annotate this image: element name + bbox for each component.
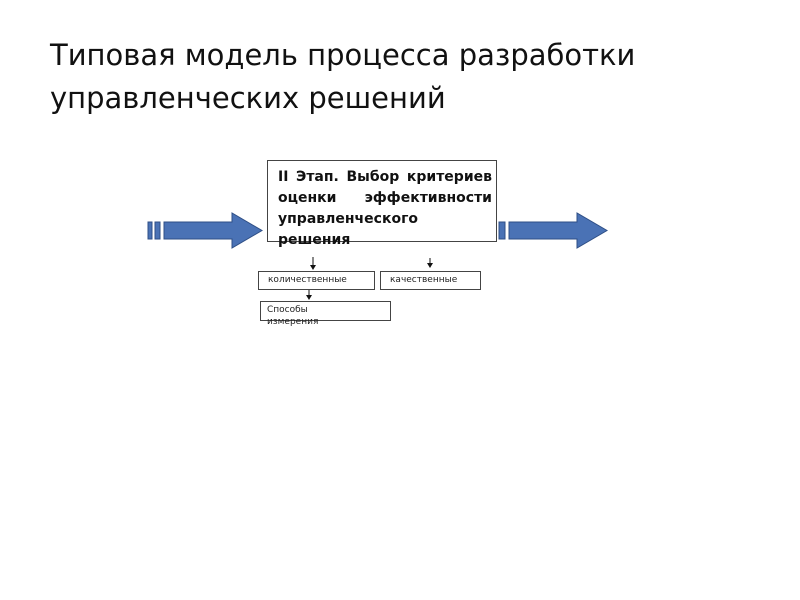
outgoing-arrow-tick-2 [498, 221, 506, 240]
measurement-line-2: измерения [267, 317, 319, 327]
connector-to-qualitative-arrowhead [427, 263, 433, 268]
connector-to-quantitative [310, 257, 316, 270]
quantitative-box: количественные [258, 271, 375, 290]
qualitative-box: качественные [380, 271, 481, 290]
incoming-arrow-body [163, 212, 263, 249]
incoming-arrow-tick-2 [154, 221, 161, 240]
incoming-arrow [147, 212, 263, 249]
measurement-line-1: Способы [267, 305, 308, 315]
connector-to-qualitative [427, 258, 433, 268]
connector-to-quantitative-arrowhead [310, 265, 316, 270]
slide-title: Типовая модель процесса разработки управ… [50, 38, 636, 115]
incoming-arrow-tick-1 [147, 221, 153, 240]
connector-to-measurement [306, 290, 312, 300]
connector-to-measurement-arrowhead [306, 295, 312, 300]
stage-box: II Этап. Выбор критериев оценки эффектив… [267, 160, 497, 248]
measurement-box: Способы измерения [260, 301, 391, 327]
outgoing-arrow-body [508, 212, 608, 249]
outgoing-arrow [491, 212, 608, 249]
stage-text: II Этап. Выбор критериев оценки эффектив… [278, 169, 492, 248]
